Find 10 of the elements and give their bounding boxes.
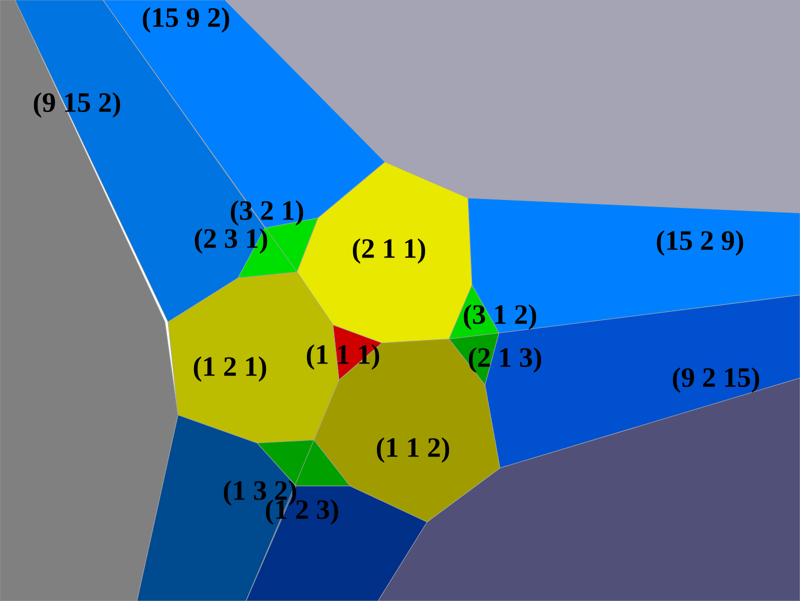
cell-label: (9 2 15) [672, 367, 760, 393]
cell-label: (3 2 1) [230, 200, 304, 226]
cell-label: (9 15 2) [34, 92, 120, 118]
cell-label: (2 1 3) [468, 347, 542, 373]
cell-label: (2 1 1) [352, 238, 426, 264]
cell-label: (1 2 1) [194, 356, 266, 382]
cell-label: (1 1 2) [376, 437, 450, 463]
cell-label: (15 2 9) [656, 230, 744, 256]
cell-label: (15 9 2) [142, 7, 230, 33]
cell-label: (3 1 2) [464, 304, 536, 330]
